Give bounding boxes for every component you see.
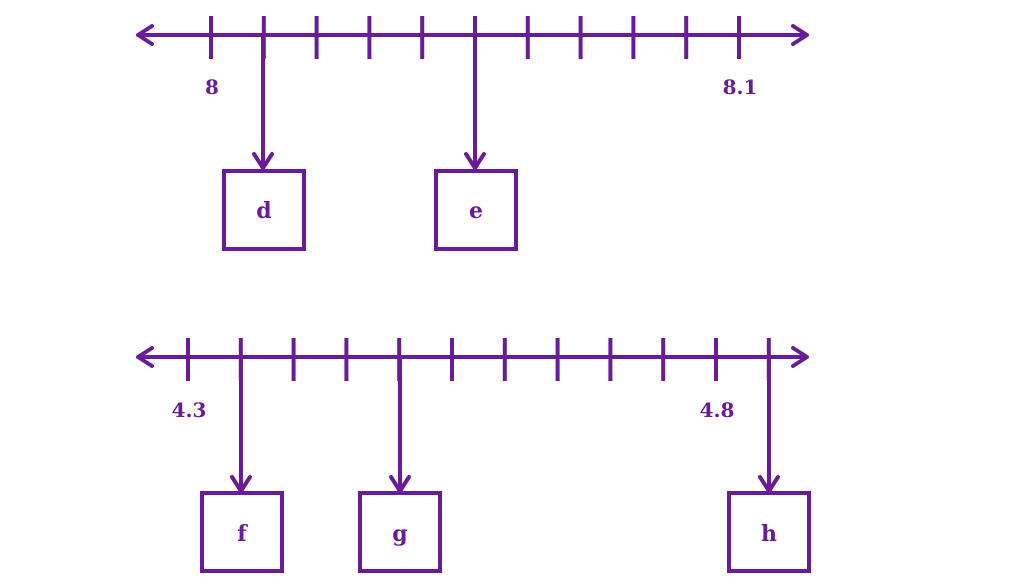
number-line-1: 8 8.1 d e	[136, 16, 809, 251]
end-label: 4.8	[700, 398, 735, 422]
arrow-to-box-h: h	[727, 357, 811, 573]
answer-box	[200, 491, 284, 573]
box-label: f	[237, 521, 248, 547]
arrow-to-box-d: d	[222, 35, 306, 251]
right-arrowhead-icon	[791, 346, 809, 368]
answer-box	[222, 169, 306, 251]
down-arrowhead-icon	[252, 152, 274, 170]
right-arrowhead-icon	[791, 24, 809, 46]
answer-box	[358, 491, 442, 573]
arrow-to-box-g: g	[358, 357, 442, 573]
box-label: g	[392, 521, 407, 547]
number-line-2: 4.3 4.8 f g h	[136, 338, 811, 573]
box-label: d	[256, 198, 271, 224]
answer-box	[727, 491, 811, 573]
arrow-to-box-e: e	[434, 35, 518, 251]
down-arrowhead-icon	[464, 152, 486, 170]
box-label: e	[469, 198, 483, 224]
box-label: h	[761, 521, 777, 547]
left-arrowhead-icon	[136, 24, 154, 46]
answer-box	[434, 169, 518, 251]
arrow-to-box-f: f	[200, 357, 284, 573]
start-label: 4.3	[172, 398, 207, 422]
tick-marks	[186, 338, 771, 381]
end-label: 8.1	[723, 75, 758, 99]
start-label: 8	[205, 75, 219, 99]
left-arrowhead-icon	[136, 346, 154, 368]
